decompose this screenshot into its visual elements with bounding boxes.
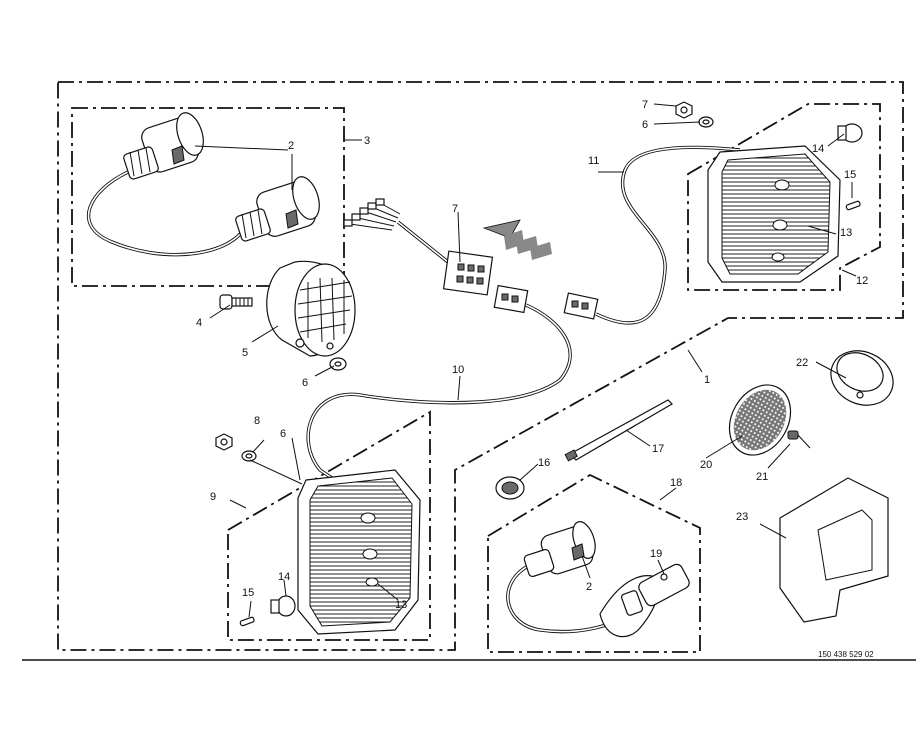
callout-4: 4 (196, 317, 202, 329)
boundary-cable-18 (487, 473, 701, 653)
bulb-14-top (837, 123, 863, 143)
callout-16: 16 (538, 457, 550, 469)
washer-6-top (698, 116, 714, 128)
callout-19: 19 (650, 548, 662, 560)
callout-6a: 6 (642, 119, 648, 131)
callout-23: 23 (736, 511, 748, 523)
tail-lamp-12 (707, 145, 841, 283)
connector-plug (493, 284, 529, 314)
harness-10 (306, 145, 741, 482)
plug-lower (235, 176, 320, 242)
cable-tie-17 (564, 399, 673, 462)
callout-15b: 15 (242, 587, 254, 599)
lamp-housing-5 (266, 260, 356, 357)
callout-15a: 15 (844, 169, 856, 181)
callout-17: 17 (652, 443, 664, 455)
callout-13b: 13 (395, 599, 407, 611)
reflector-20 (728, 384, 792, 456)
washer-6-left (241, 450, 257, 462)
nut-7-top (675, 101, 693, 119)
grommet-16 (495, 476, 525, 500)
fuse-15-left (239, 616, 255, 627)
plug-upper (123, 112, 204, 180)
direction-arrow (482, 219, 552, 260)
boundary-main (57, 81, 904, 651)
callout-10: 10 (452, 364, 464, 376)
callout-6b: 6 (302, 377, 308, 389)
callouts: 1 2 2 3 4 5 6 6 6 7 7 8 9 10 11 12 13 13… (196, 99, 868, 611)
callout-14b: 14 (278, 571, 290, 583)
cover-23 (779, 477, 889, 623)
connector-socket (442, 250, 494, 296)
callout-14a: 14 (812, 143, 824, 155)
callout-2a: 2 (288, 140, 294, 152)
leader-lines (194, 103, 857, 618)
screw-4 (219, 294, 253, 310)
fuse-15-top (845, 200, 861, 211)
callout-20: 20 (700, 459, 712, 471)
callout-11: 11 (588, 155, 599, 167)
callout-2b: 2 (586, 581, 592, 593)
plug-cable-assembly (86, 112, 320, 257)
washer-6-housing (329, 357, 347, 371)
callout-3: 3 (364, 135, 370, 147)
reflector-housing-22 (830, 350, 894, 406)
callout-18: 18 (670, 477, 682, 489)
drawing-number: 150 438 529 02 (818, 650, 874, 659)
callout-5: 5 (242, 347, 248, 359)
boundary-lamp-9 (227, 410, 431, 641)
boundary-lamp-12 (687, 103, 881, 291)
callout-21: 21 (756, 471, 768, 483)
callout-7a: 7 (642, 99, 648, 111)
callout-9: 9 (210, 491, 216, 503)
callout-1: 1 (704, 374, 710, 386)
callout-6c: 6 (280, 428, 286, 440)
callout-8: 8 (254, 415, 260, 427)
connector-plug-right (563, 292, 599, 320)
callout-12: 12 (856, 275, 868, 287)
bulb-14-left (270, 595, 296, 617)
callout-7b: 7 (452, 203, 458, 215)
nut-8 (215, 433, 233, 451)
plug-cable-18 (506, 521, 690, 638)
callout-22: 22 (796, 357, 808, 369)
screw-21 (787, 430, 811, 449)
callout-13a: 13 (840, 227, 852, 239)
